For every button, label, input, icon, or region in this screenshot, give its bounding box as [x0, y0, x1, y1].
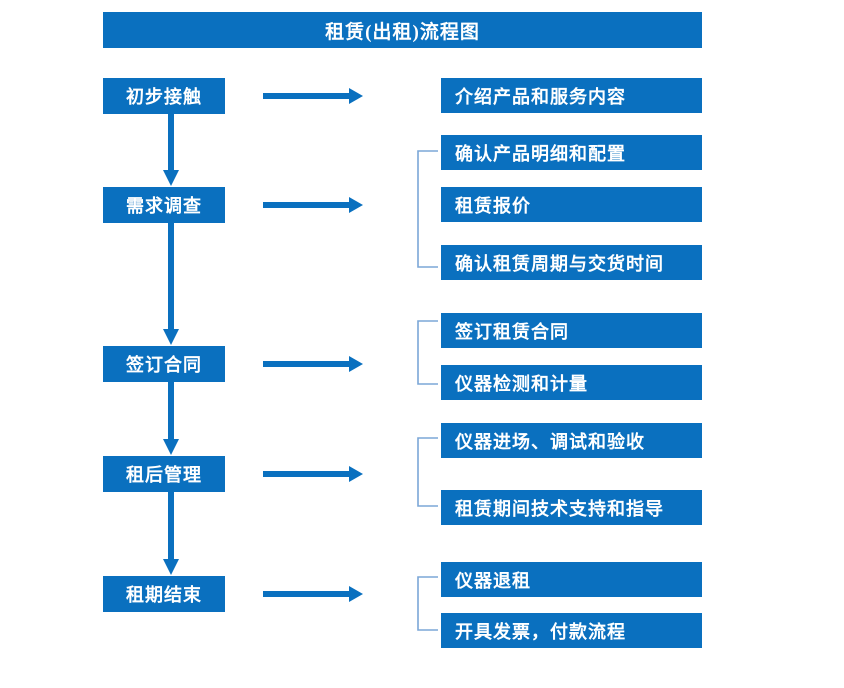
down-arrow-icon-2	[160, 223, 182, 345]
stage-box-qiandinghetong[interactable]: 签订合同	[103, 346, 225, 382]
right-arrow-icon-1	[263, 88, 363, 104]
bracket-contract-tasks	[417, 320, 438, 385]
right-arrow-icon-5	[263, 586, 363, 602]
down-arrow-icon-4	[160, 492, 182, 575]
bracket-endrental-tasks	[417, 576, 438, 631]
right-arrow-icon-4	[263, 466, 363, 482]
stage-box-xuqiudiaocha[interactable]: 需求调查	[103, 187, 225, 223]
task-box-confirm-product-details[interactable]: 确认产品明细和配置	[441, 135, 702, 170]
stage-box-chubujiechu[interactable]: 初步接触	[103, 78, 225, 114]
bracket-requirement-tasks	[417, 150, 438, 268]
stage-box-zuhouguanli[interactable]: 租后管理	[103, 456, 225, 492]
down-arrow-icon-1	[160, 114, 182, 186]
right-arrow-icon-3	[263, 356, 363, 372]
task-box-sign-rental-contract[interactable]: 签订租赁合同	[441, 313, 702, 348]
task-box-invoice-payment[interactable]: 开具发票，付款流程	[441, 613, 702, 648]
task-box-rental-quote[interactable]: 租赁报价	[441, 187, 702, 222]
task-box-instrument-return[interactable]: 仪器退租	[441, 562, 702, 597]
task-box-instrument-onsite-commissioning[interactable]: 仪器进场、调试和验收	[441, 423, 702, 458]
bracket-postrental-tasks	[417, 437, 438, 507]
task-box-instrument-inspection[interactable]: 仪器检测和计量	[441, 365, 702, 400]
right-arrow-icon-2	[263, 197, 363, 213]
task-box-confirm-rental-period[interactable]: 确认租赁周期与交货时间	[441, 245, 702, 280]
task-box-introduce-products[interactable]: 介绍产品和服务内容	[441, 78, 702, 113]
stage-box-zuqijieshu[interactable]: 租期结束	[103, 576, 225, 612]
page-title: 租赁(出租)流程图	[103, 12, 702, 48]
down-arrow-icon-3	[160, 382, 182, 455]
task-box-technical-support[interactable]: 租赁期间技术支持和指导	[441, 490, 702, 525]
